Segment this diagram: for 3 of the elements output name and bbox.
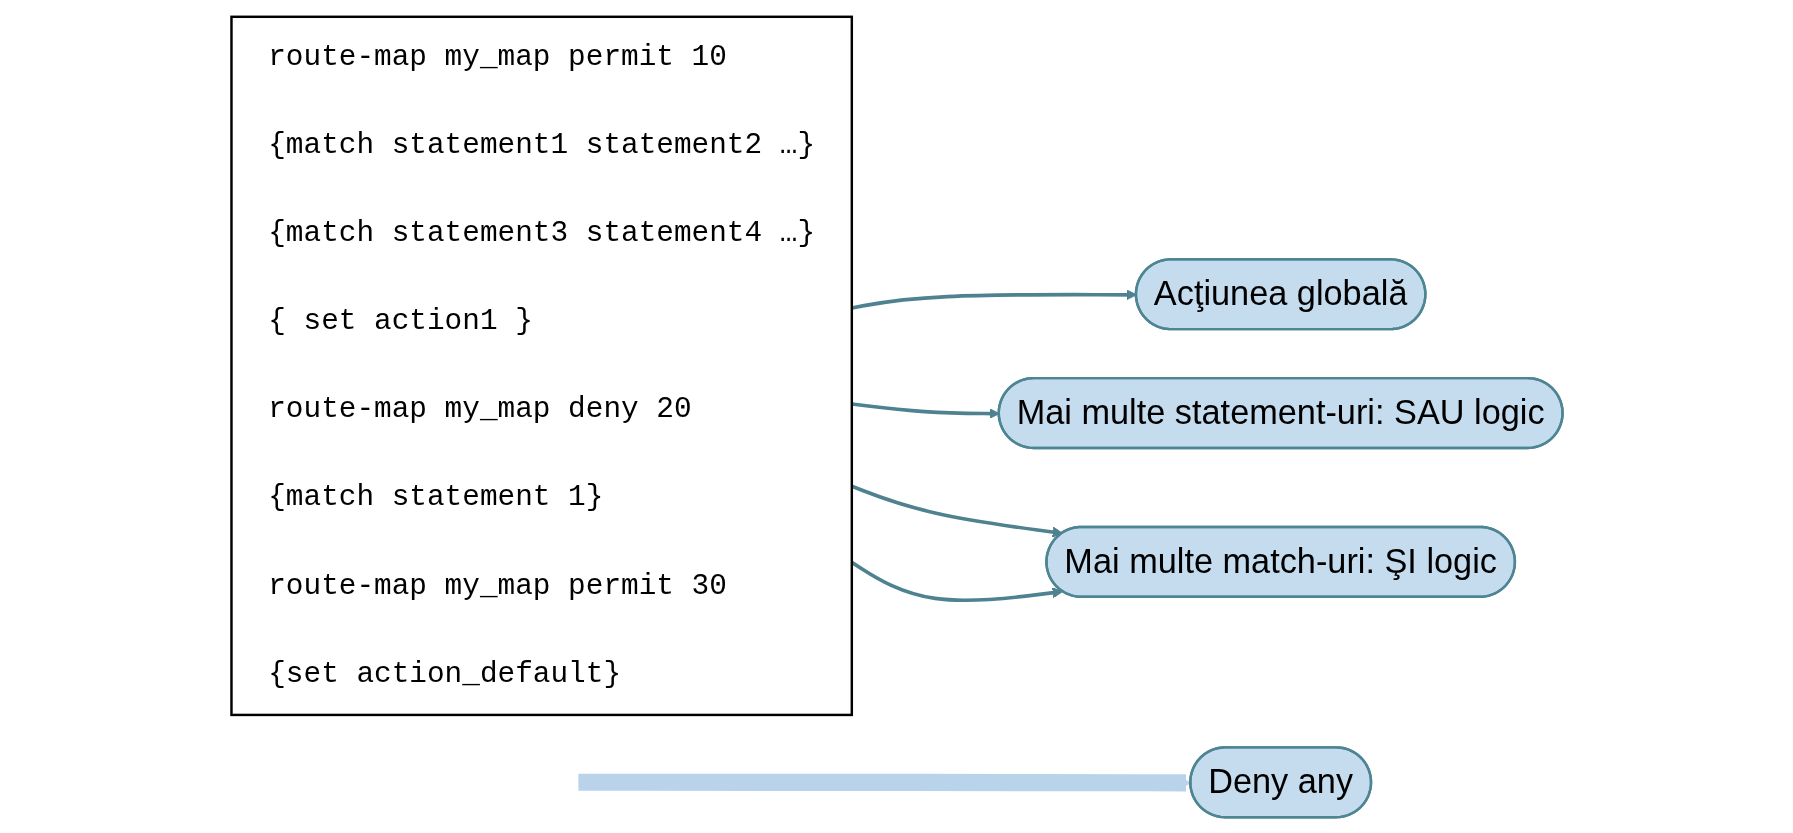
arrow	[851, 401, 1000, 419]
arrow	[577, 773, 1191, 791]
node-box: route-map my_map permit 10 {match statement1 statement2 …} {match statement3 statement4 …} { set action1 } route-map my_map deny 20 {match statement 1} route-map my_map permit 30 {set action_default}	[229, 15, 853, 716]
